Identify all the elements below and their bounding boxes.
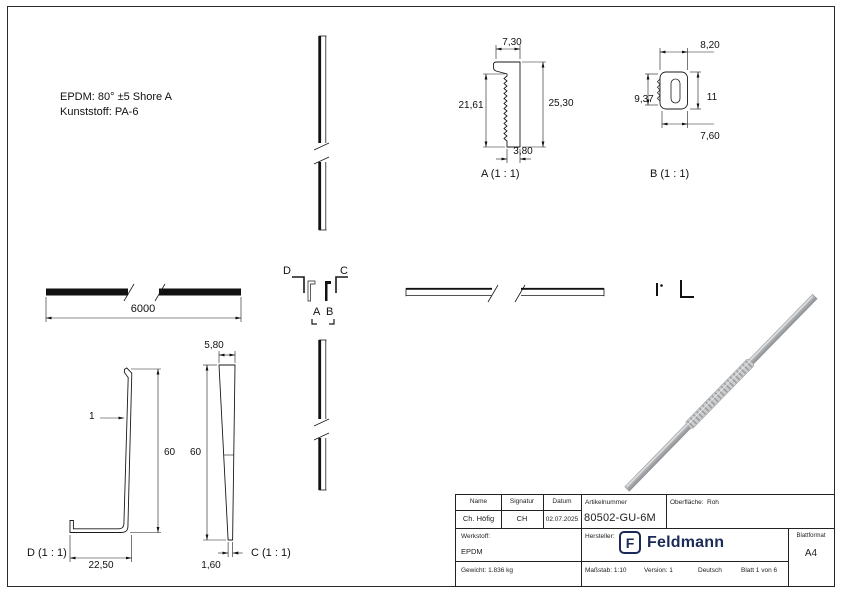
gewicht-value: Gewicht: 1.836 kg — [461, 567, 514, 574]
dim-a-top: 7,30 — [502, 37, 522, 48]
title-block: Name Signatur Datum Ch. Höfig CH 02.07.2… — [455, 494, 835, 587]
dim-d-thickness: 1 — [89, 411, 95, 422]
material-note-line2: Kunststoff: PA-6 — [60, 106, 139, 118]
blattformat-label: Blattformat — [796, 533, 826, 539]
titleblock-divider — [581, 495, 582, 586]
date-value: 02.07.2025 — [545, 516, 579, 523]
length-view — [45, 283, 242, 322]
werkstoff-label: Werkstoff: — [461, 533, 491, 540]
dim-c-top: 5,80 — [204, 340, 224, 351]
dim-b-bottom: 7,60 — [700, 131, 720, 142]
col-header-signatur: Signatur — [509, 498, 535, 505]
titleblock-divider — [788, 528, 789, 586]
artikelnummer-value: 80502-GU-6M — [584, 512, 656, 524]
section-marker-d: D — [283, 265, 291, 277]
author-name: Ch. Höfig — [462, 514, 495, 523]
detail-d-label: D (1 : 1) — [27, 547, 67, 559]
profile-end-views — [656, 280, 694, 298]
iso-3d-view — [624, 293, 818, 492]
profile-front-view-bottom — [313, 339, 330, 491]
dim-b-top: 8,20 — [700, 40, 720, 51]
section-marker-b: B — [326, 306, 334, 318]
detail-b-view — [645, 48, 714, 128]
col-header-name: Name — [469, 498, 488, 505]
blatt-value: Blatt 1 von 6 — [741, 567, 778, 574]
titleblock-divider — [456, 510, 581, 511]
hersteller-label: Hersteller: — [585, 533, 615, 540]
detail-a-label: A (1 : 1) — [481, 168, 520, 180]
detail-d-linework — [69, 367, 161, 562]
feldmann-logo-mark: F — [619, 531, 641, 554]
feldmann-logo-text: Feldmann — [647, 534, 725, 551]
dim-d-width: 22,50 — [88, 560, 114, 571]
material-note-line1: EPDM: 80° ±5 Shore A — [60, 91, 172, 103]
werkstoff-value: EPDM — [461, 547, 483, 556]
detail-b-label: B (1 : 1) — [650, 168, 690, 180]
blattformat-value: A4 — [804, 548, 818, 559]
titleblock-divider — [666, 495, 667, 528]
dim-b-right: 11 — [706, 92, 718, 103]
dim-c-bottom: 1,60 — [201, 560, 221, 571]
detail-c-linework — [203, 351, 243, 557]
titleblock-divider — [501, 495, 502, 528]
titleblock-divider — [456, 528, 834, 529]
dim-a-left: 21,61 — [458, 100, 484, 111]
dim-length-6000: 6000 — [130, 303, 156, 315]
profile-front-view-top — [313, 35, 330, 231]
section-markers-linework — [292, 276, 348, 325]
profile-side-view — [405, 284, 605, 303]
artikelnummer-label: Artikelnummer — [585, 499, 627, 506]
dim-c-height: 60 — [190, 447, 202, 458]
massstab-value: Maßstab: 1:10 — [585, 567, 627, 574]
section-marker-a: A — [313, 306, 321, 318]
col-header-datum: Datum — [552, 498, 572, 505]
detail-a-view — [483, 45, 546, 163]
dim-a-right: 25,30 — [548, 98, 574, 109]
oberflaeche-label: Oberfläche: — [670, 499, 704, 506]
detail-c-label: C (1 : 1) — [251, 547, 291, 559]
titleblock-divider — [543, 495, 544, 528]
oberflaeche-value: Roh — [707, 499, 719, 506]
author-signatur: CH — [516, 514, 528, 523]
dim-a-bottom: 3,80 — [513, 146, 533, 157]
sprache-value: Deutsch — [698, 567, 722, 574]
section-marker-c: C — [340, 265, 348, 277]
drawing-frame — [7, 6, 835, 587]
dim-b-left: 9,37 — [634, 94, 654, 105]
version-value: Version: 1 — [644, 567, 673, 574]
titleblock-divider — [456, 561, 788, 562]
dim-d-height: 60 — [164, 447, 176, 458]
